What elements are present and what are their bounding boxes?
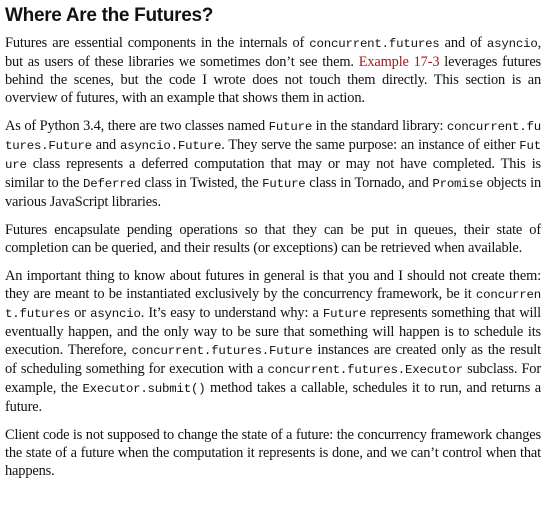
inline-code: concurrent.futures (309, 37, 440, 51)
inline-code: Future (262, 177, 306, 191)
inline-code: Future (5, 139, 541, 172)
text: As of Python 3.4, there are two classes … (5, 118, 269, 134)
text: Futures encapsulate pending operations s… (5, 222, 541, 256)
example-cross-reference-link[interactable]: Example 17-3 (358, 54, 440, 70)
text: or (70, 305, 91, 321)
inline-code: asyncio.Future (119, 139, 222, 153)
inline-code: Executor.submit() (82, 382, 206, 396)
paragraph-5: Client code is not supposed to change th… (5, 426, 541, 480)
inline-code: Future (268, 120, 313, 134)
inline-code: concurrent.futures (5, 288, 541, 321)
inline-code: concurrent.futures.Future (5, 120, 541, 153)
text: class represents a deferred computation … (5, 156, 541, 191)
text: objects in various JavaScript libraries. (5, 175, 541, 210)
text: class in Tornado, and (305, 175, 433, 191)
paragraph-4: An important thing to know about futures… (5, 267, 541, 416)
text: in the standard library: (312, 118, 447, 134)
inline-code: Deferred (83, 177, 141, 191)
text: Futures are essential components in the … (5, 35, 310, 51)
text: class in Twisted, the (140, 175, 263, 191)
text: Client code is not supposed to change th… (5, 427, 541, 479)
text: instances are created only as the result… (5, 342, 541, 377)
inline-code: asyncio (90, 307, 141, 321)
inline-code: Promise (432, 177, 483, 191)
text: An important thing to know about futures… (5, 268, 541, 302)
text: , but as users of these libraries we som… (5, 35, 542, 70)
inline-code: Future (322, 307, 367, 321)
paragraph-3: Futures encapsulate pending operations s… (5, 221, 541, 257)
text: . It’s easy to understand why: a (140, 305, 323, 321)
text: . They serve the same purpose: an instan… (221, 137, 520, 153)
text: method takes a callable, schedules it to… (5, 380, 541, 415)
text: represents something that will eventuall… (5, 305, 541, 358)
text: and of (439, 35, 487, 51)
inline-code: asyncio (486, 37, 538, 51)
section-title: Where Are the Futures? (5, 5, 214, 26)
paragraph-2: As of Python 3.4, there are two classes … (5, 117, 541, 211)
paragraph-1: Futures are essential components in the … (5, 34, 541, 107)
text: subclass. For example, the (5, 361, 541, 396)
text: leverages futures behind the scenes, but… (5, 54, 542, 106)
text: and (91, 137, 120, 153)
inline-code: concurrent.futures.Executor (267, 363, 464, 377)
inline-code: concurrent.futures.Future (131, 344, 313, 358)
